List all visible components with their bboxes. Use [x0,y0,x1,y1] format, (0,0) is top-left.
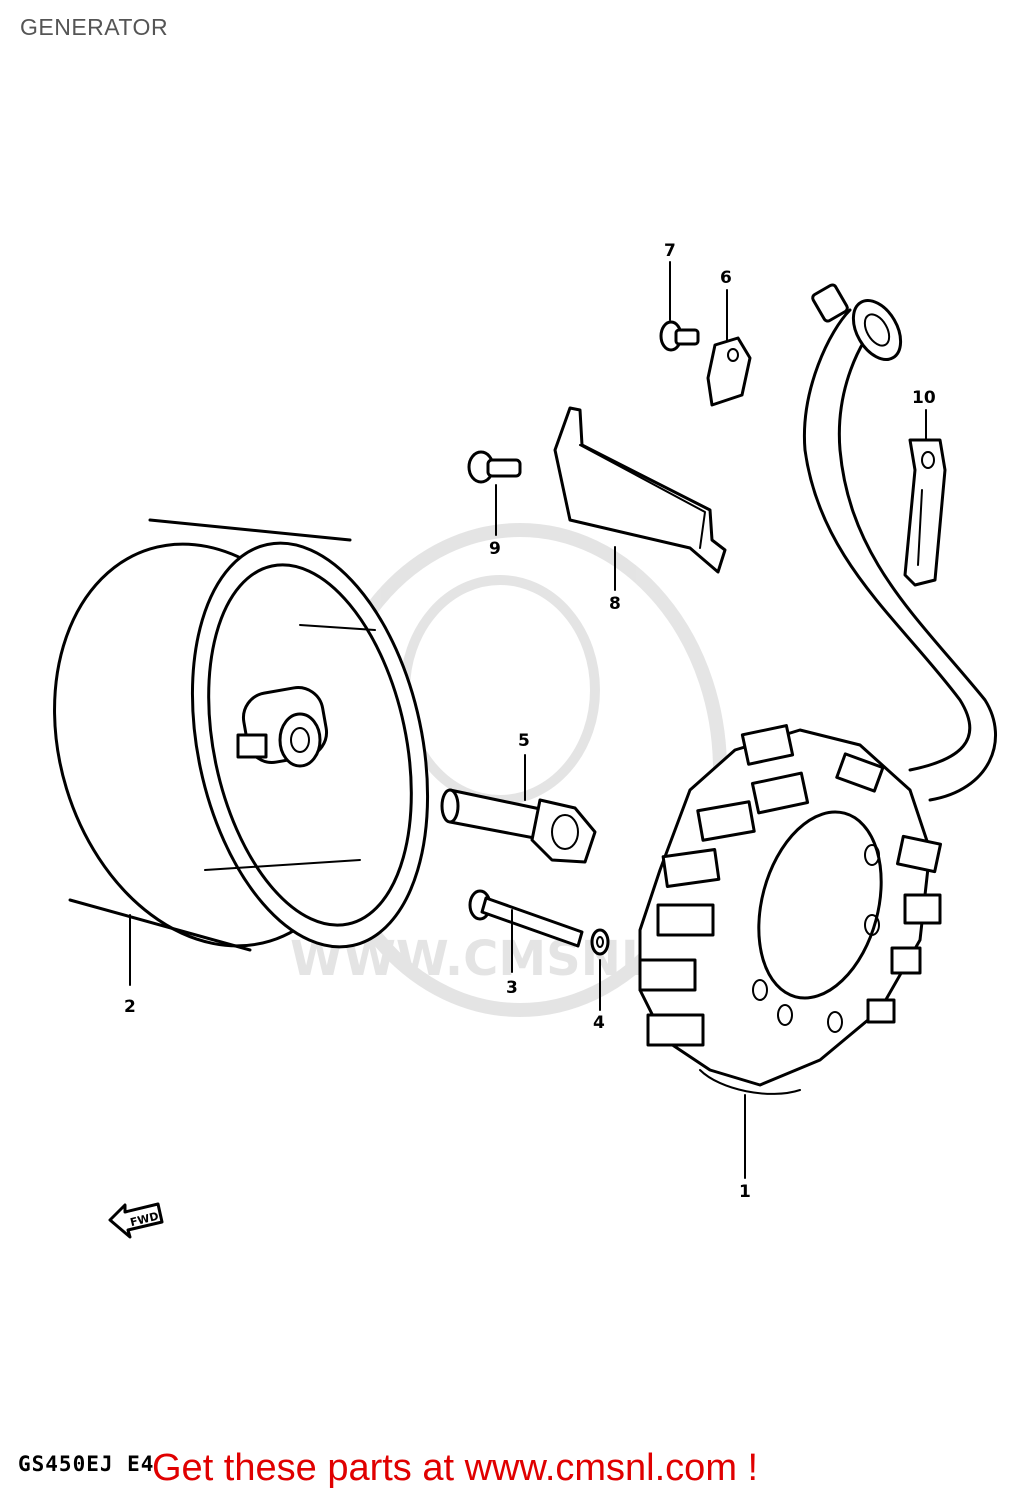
part-5-rotor-bolt[interactable] [440,788,597,864]
part-2-rotor[interactable] [7,505,463,985]
part-8-guide[interactable] [553,406,727,574]
get-parts-link[interactable]: Get these parts at www.cmsnl.com ! [152,1447,759,1489]
callout-1: 1 [739,1182,751,1202]
part-6-clip[interactable] [706,336,752,407]
lead-wire-harness [802,283,997,802]
callout-9: 9 [489,539,501,559]
leader-lines [129,261,927,1179]
part-10-clamp[interactable] [903,438,947,587]
callout-5: 5 [518,731,530,751]
stator-bolt-holes [752,844,880,1033]
callout-3: 3 [506,978,518,998]
fwd-arrow-icon: FWD [108,1202,164,1239]
part-3-screw[interactable] [468,889,584,948]
part-7-screw[interactable] [659,320,700,352]
callout-4: 4 [593,1013,605,1033]
callout-6: 6 [720,268,732,288]
callout-7: 7 [664,241,676,261]
part-1-stator[interactable] [638,724,942,1095]
callout-8: 8 [609,594,621,614]
callout-10: 10 [912,388,936,408]
part-4-washer[interactable] [590,928,610,956]
model-code: GS450EJ E4 [18,1452,155,1476]
callout-2: 2 [124,997,136,1017]
part-9-screw[interactable] [467,450,522,484]
generator-exploded-diagram: WWW.CMSNL [7,241,997,1239]
page-title: GENERATOR [20,14,169,40]
